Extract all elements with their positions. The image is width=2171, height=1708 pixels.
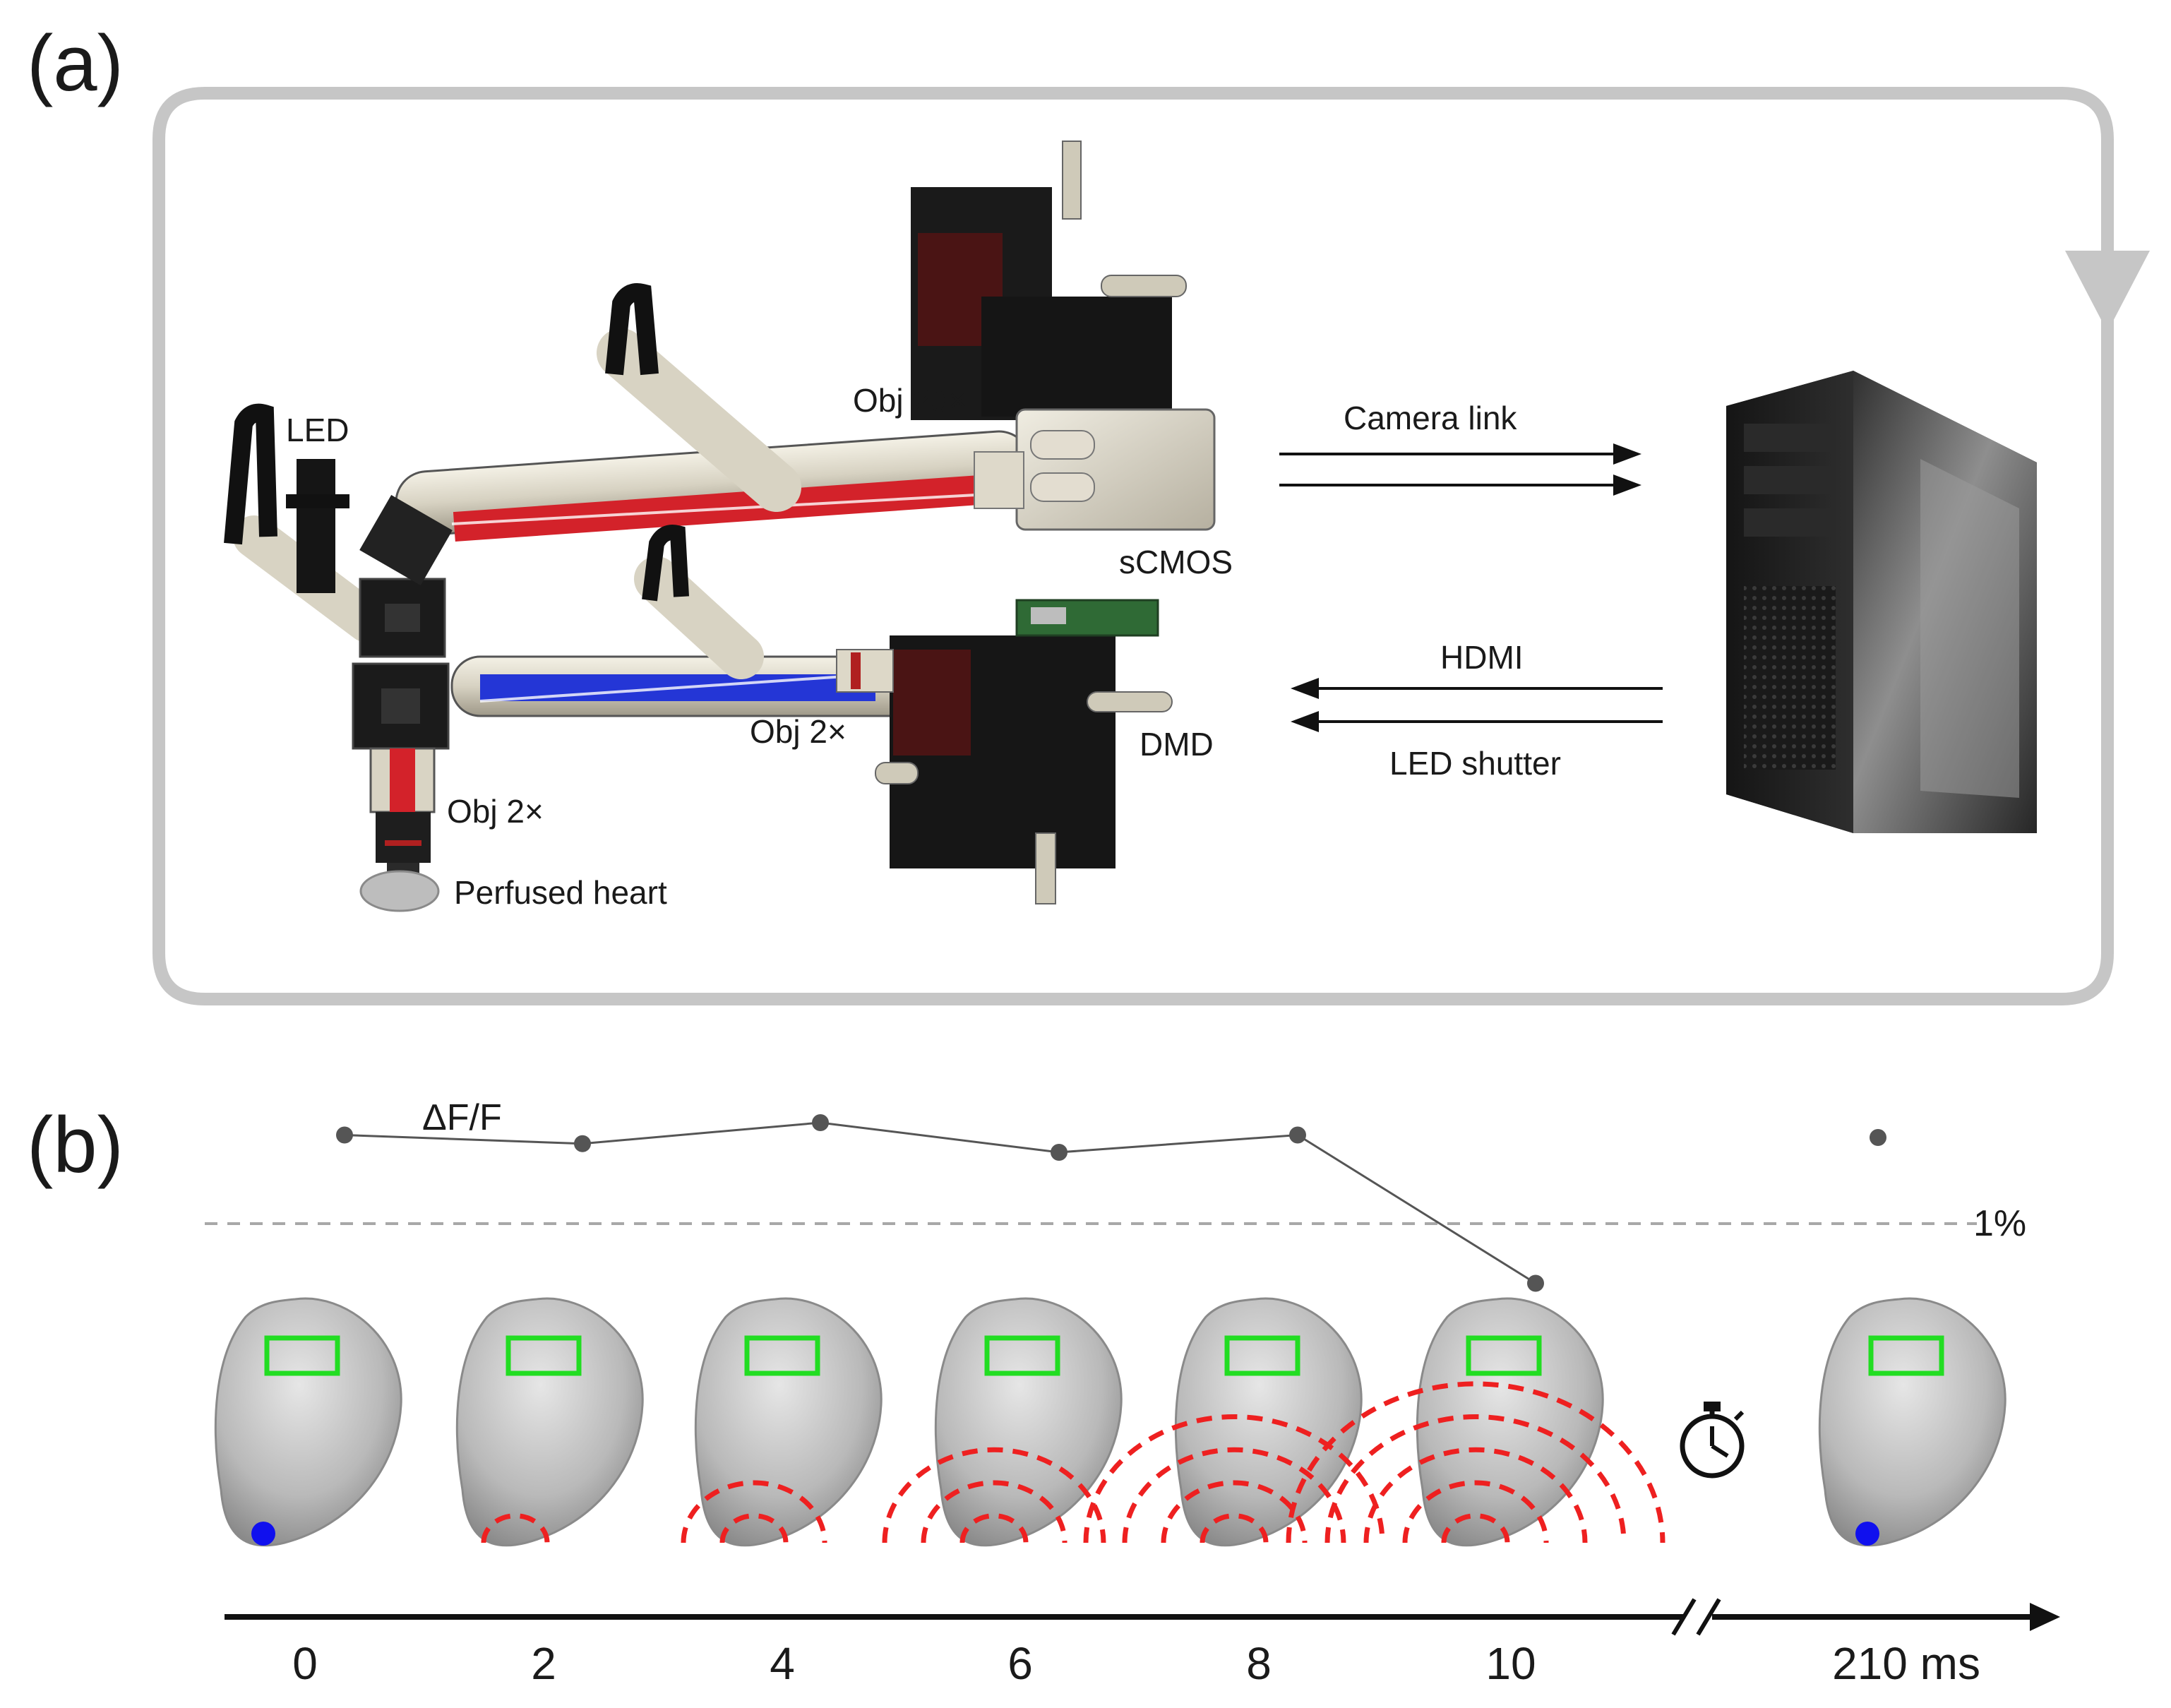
scmos-camera-body xyxy=(1015,408,1216,531)
heart-frame xyxy=(1818,1297,2006,1547)
scmos-post xyxy=(1062,141,1082,220)
wavefront-arc xyxy=(1402,1480,1549,1543)
upper-elbow-arm xyxy=(597,328,801,512)
trace-point xyxy=(336,1126,353,1144)
wavefront-arc xyxy=(719,1513,789,1543)
label-scmos: sCMOS xyxy=(1119,544,1233,580)
time-tick-label: 210 ms xyxy=(1832,1638,1980,1689)
threshold-label: 1% xyxy=(1973,1203,2026,1244)
axis-break-mark xyxy=(1696,1598,1721,1636)
time-tick-label: 0 xyxy=(292,1638,318,1689)
trace-point xyxy=(574,1135,591,1152)
roi-box xyxy=(264,1335,340,1376)
heart-image xyxy=(1818,1297,2006,1547)
heart-image xyxy=(214,1297,402,1547)
led-shutter-arrowhead-icon xyxy=(1291,711,1319,732)
panel-a-label: (a) xyxy=(27,19,124,107)
label-led-shutter: LED shutter xyxy=(1389,745,1561,782)
wavefront-arc xyxy=(1441,1513,1510,1543)
trace-point xyxy=(1289,1126,1306,1144)
trace-label: ΔF/F xyxy=(422,1097,502,1138)
objective-2x-dmd-body xyxy=(836,649,894,693)
time-tick-label: 10 xyxy=(1485,1638,1536,1689)
label-perfused-heart: Perfused heart xyxy=(454,874,667,911)
hook-handle xyxy=(642,525,689,602)
wavefront-arc xyxy=(1083,1414,1385,1543)
time-axis-ticks: 0 2 4 6 8 10 210 ms xyxy=(292,1638,1980,1689)
wavefront-arc xyxy=(681,1480,827,1543)
wavefront-arc xyxy=(481,1513,550,1543)
axis-break-mark xyxy=(1671,1598,1697,1636)
heart-image xyxy=(694,1297,883,1547)
label-led: LED xyxy=(286,412,349,448)
time-tick-label: 4 xyxy=(770,1638,795,1689)
feedback-loop-frame xyxy=(152,87,2114,1005)
label-obj-20x: Obj 20× xyxy=(853,382,967,419)
label-obj-2x-dmd: Obj 2× xyxy=(750,713,847,750)
loop-arrowhead-icon xyxy=(2065,251,2150,332)
trace-point xyxy=(1051,1144,1067,1161)
stimulus-point xyxy=(1855,1522,1879,1546)
hook-handle xyxy=(224,403,277,545)
roi-box xyxy=(1466,1335,1542,1376)
heart-image xyxy=(455,1297,644,1547)
dmd-post xyxy=(1035,832,1056,904)
camera-link-arrowhead-icon xyxy=(1613,474,1641,496)
heart-frame xyxy=(1083,1297,1385,1547)
hdmi-arrowhead-icon xyxy=(1291,678,1319,699)
wavefront-arc xyxy=(959,1513,1029,1543)
wavefront-arc xyxy=(882,1447,1106,1543)
roi-box xyxy=(744,1335,820,1376)
time-axis-arrowhead-icon xyxy=(2030,1603,2060,1631)
wavefront-arc xyxy=(921,1480,1067,1543)
wavefront-arc xyxy=(1286,1381,1665,1543)
perfused-heart-icon xyxy=(359,870,440,912)
label-hdmi: HDMI xyxy=(1440,639,1524,676)
lower-elbow-arm xyxy=(634,556,764,679)
heart-frame xyxy=(214,1297,402,1547)
heart-frame xyxy=(1286,1297,1665,1547)
heart-frames xyxy=(214,1297,2006,1547)
df-f-trace xyxy=(336,1114,1886,1292)
wavefront-arc xyxy=(1363,1447,1588,1543)
hook-handle xyxy=(605,283,659,376)
heart-frame xyxy=(455,1297,644,1547)
label-obj-2x-heart: Obj 2× xyxy=(447,793,544,830)
roi-box xyxy=(506,1335,582,1376)
heart-frame xyxy=(882,1297,1123,1547)
panel-b-label: (b) xyxy=(27,1101,124,1189)
dichroic-mount xyxy=(359,495,453,585)
optical-setup xyxy=(224,141,1216,912)
camera-link-arrowhead-icon xyxy=(1613,443,1641,465)
stimulus-point xyxy=(251,1522,275,1546)
label-dmd: DMD xyxy=(1140,726,1214,763)
objective-2x-heart-body xyxy=(376,812,431,863)
time-tick-label: 8 xyxy=(1246,1638,1272,1689)
trace-point xyxy=(812,1114,829,1131)
wavefront-arc xyxy=(1200,1513,1269,1543)
computer-tower-icon xyxy=(1726,371,2037,833)
trace-line xyxy=(344,1121,1536,1284)
time-tick-label: 6 xyxy=(1007,1638,1033,1689)
heart-frame xyxy=(681,1297,883,1547)
trace-point xyxy=(1527,1274,1544,1292)
wavefront-arc xyxy=(1122,1447,1346,1543)
roi-box xyxy=(1868,1335,1944,1376)
stopwatch-icon xyxy=(1680,1402,1745,1479)
roi-box xyxy=(984,1335,1060,1376)
label-camera-link: Camera link xyxy=(1344,400,1517,436)
roi-box xyxy=(1224,1335,1300,1376)
trace-point xyxy=(1870,1129,1886,1146)
wavefront-arc xyxy=(1324,1414,1627,1543)
time-tick-label: 2 xyxy=(531,1638,556,1689)
wavefront-arc xyxy=(1161,1480,1308,1543)
led-housing xyxy=(297,459,335,593)
